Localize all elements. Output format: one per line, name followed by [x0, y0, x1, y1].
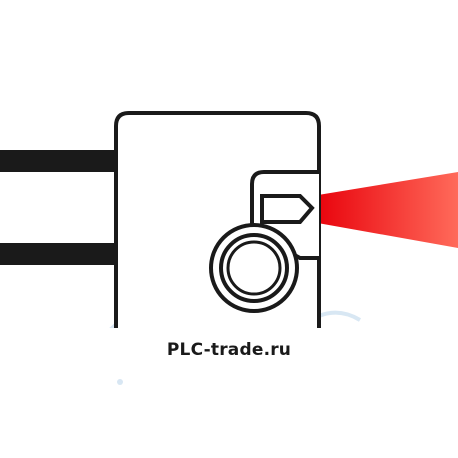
watermark-band [100, 328, 340, 334]
watermark-text: PLC-trade.ru [166, 340, 292, 360]
laser-beam-icon [312, 172, 458, 248]
cable-bottom [0, 243, 118, 265]
round-connector-icon [209, 223, 299, 313]
emitter-lens-icon [260, 194, 315, 224]
cable-top [0, 150, 118, 172]
